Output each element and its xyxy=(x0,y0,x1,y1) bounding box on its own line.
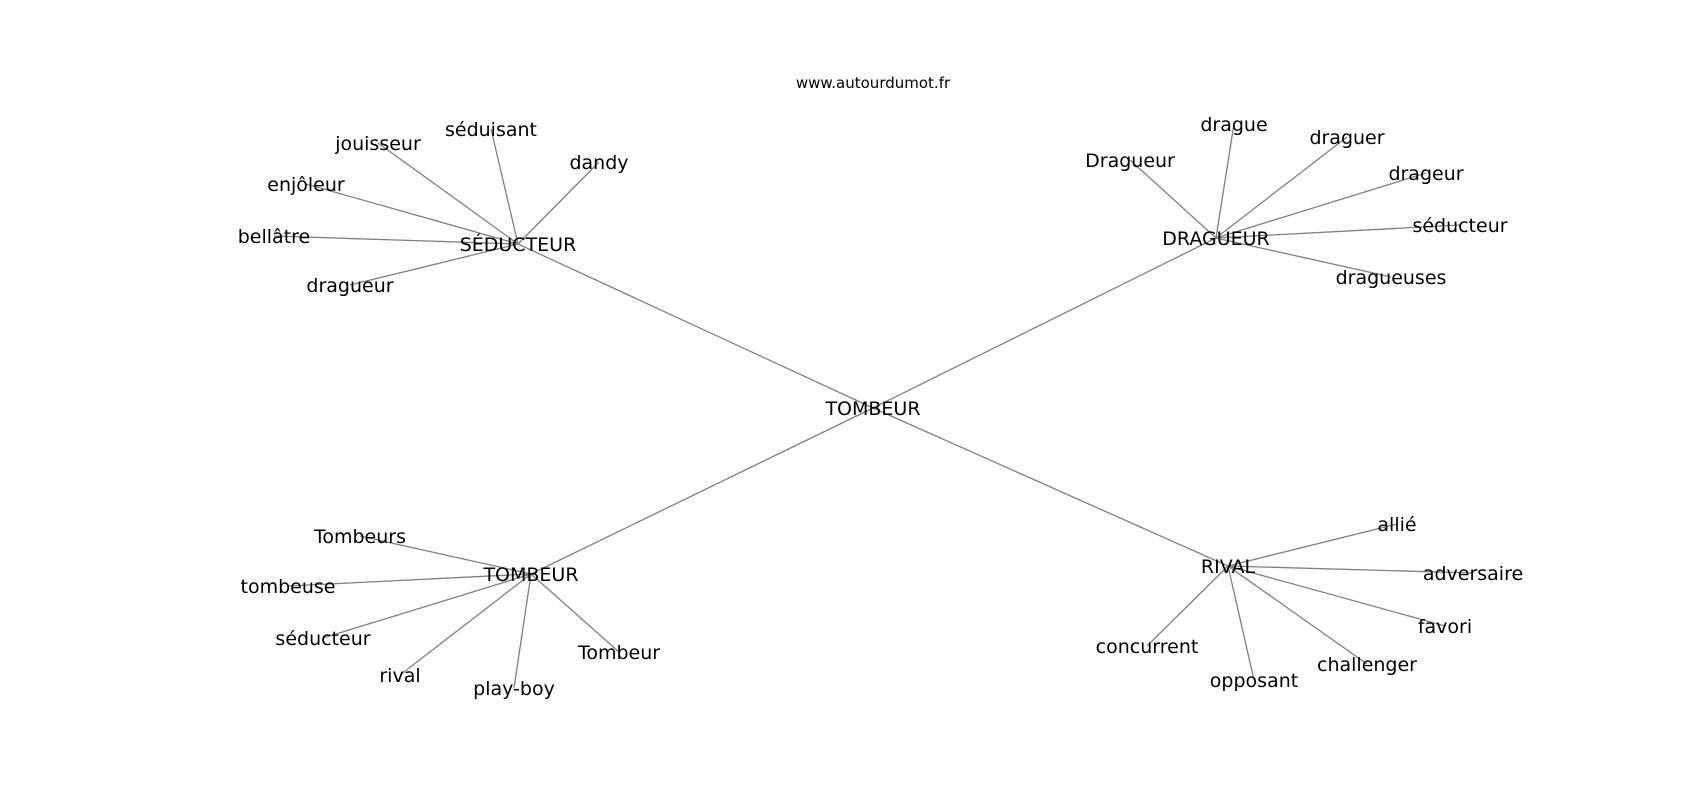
leaf-node-label: jouisseur xyxy=(334,133,421,155)
leaf-node-label: dragueur xyxy=(306,275,393,297)
edge xyxy=(517,243,874,409)
source-watermark: www.autourdumot.fr xyxy=(796,74,951,92)
edge xyxy=(322,573,532,639)
edge xyxy=(1146,565,1229,647)
leaf-node-label: adversaire xyxy=(1423,563,1523,585)
leaf-node-label: dandy xyxy=(569,152,628,174)
cluster-node-label: DRAGUEUR xyxy=(1162,228,1269,250)
edge xyxy=(1215,224,1461,239)
leaf-node-label: Tombeur xyxy=(577,642,660,664)
leaf-node-label: séducteur xyxy=(1412,215,1507,237)
edge xyxy=(1129,159,1217,239)
cluster-node-label: SÉDUCTEUR xyxy=(460,233,577,256)
edge xyxy=(872,407,1229,567)
leaf-node-label: play-boy xyxy=(473,678,555,700)
edge xyxy=(359,535,532,575)
edge xyxy=(513,573,532,689)
leaf-node-label: Tombeurs xyxy=(313,526,406,548)
leaf-node-label: séducteur xyxy=(275,628,370,650)
edge xyxy=(1227,565,1368,665)
edge xyxy=(349,243,519,286)
edge xyxy=(1227,565,1255,681)
edge xyxy=(305,183,519,245)
root-node-label: TOMBEUR xyxy=(824,398,920,420)
leaf-node-label: séduisant xyxy=(445,119,537,141)
edge xyxy=(1227,523,1398,567)
leaf-node-label: challenger xyxy=(1317,654,1417,676)
labels-layer: jouisseur séduisant dandy enjôleur bellâtre d… xyxy=(238,114,1523,700)
leaf-node-label: tombeuse xyxy=(241,576,336,598)
edge xyxy=(1215,172,1427,239)
edge xyxy=(530,407,874,575)
leaf-node-label: Dragueur xyxy=(1085,150,1175,172)
edge xyxy=(1227,565,1474,574)
edges-layer xyxy=(273,123,1474,689)
leaf-node-label: rival xyxy=(379,665,420,687)
edge xyxy=(377,142,519,245)
edge xyxy=(530,573,620,653)
leaf-node-label: concurrent xyxy=(1096,636,1199,658)
leaf-node-label: dragueuses xyxy=(1336,267,1447,289)
edge xyxy=(1227,565,1446,627)
edge xyxy=(1215,237,1392,278)
edge xyxy=(1215,136,1348,239)
edge xyxy=(872,237,1217,409)
leaf-node-label: favori xyxy=(1418,616,1472,638)
cluster-node-label: RIVAL xyxy=(1201,556,1256,578)
leaf-node-label: drageur xyxy=(1388,163,1463,185)
leaf-node-label: draguer xyxy=(1309,127,1384,149)
edge xyxy=(490,128,519,245)
edge xyxy=(287,573,532,587)
edge xyxy=(273,235,519,245)
edge xyxy=(517,161,600,245)
leaf-node-label: allié xyxy=(1377,514,1416,536)
cluster-node-label: TOMBEUR xyxy=(482,564,578,586)
edge xyxy=(1215,123,1235,239)
leaf-node-label: enjôleur xyxy=(267,174,345,196)
leaf-node-label: opposant xyxy=(1210,670,1298,692)
leaf-node-label: drague xyxy=(1200,114,1267,136)
leaf-node-label: bellâtre xyxy=(238,226,310,248)
edge xyxy=(399,573,532,676)
